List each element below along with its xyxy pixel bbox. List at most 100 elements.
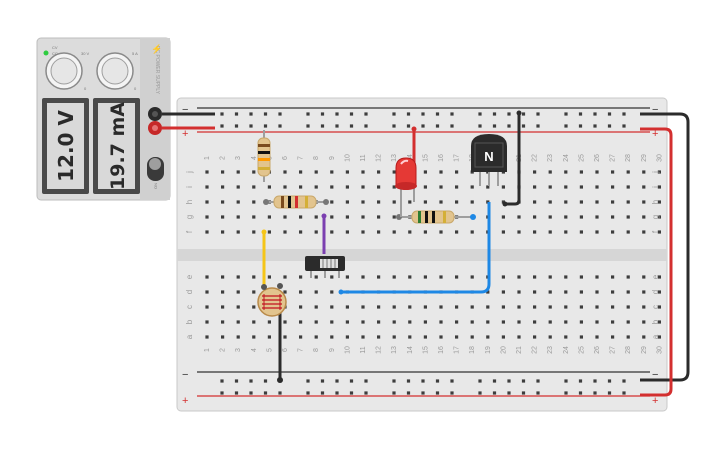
breadboard-hole[interactable] (220, 379, 224, 383)
breadboard-hole[interactable] (221, 200, 225, 204)
breadboard-hole[interactable] (622, 391, 626, 395)
breadboard-hole[interactable] (249, 379, 253, 383)
breadboard-hole[interactable] (517, 275, 521, 279)
breadboard-hole[interactable] (478, 112, 482, 116)
breadboard-hole[interactable] (501, 305, 505, 309)
breadboard-hole[interactable] (320, 391, 325, 395)
breadboard-hole[interactable] (205, 320, 209, 324)
breadboard-hole[interactable] (236, 275, 240, 279)
breadboard-hole[interactable] (564, 320, 568, 324)
breadboard-hole[interactable] (234, 391, 239, 395)
breadboard-hole[interactable] (267, 230, 271, 234)
breadboard-hole[interactable] (595, 290, 599, 294)
breadboard-hole[interactable] (345, 170, 349, 174)
breadboard-hole[interactable] (595, 320, 599, 324)
breadboard-hole[interactable] (364, 391, 368, 395)
breadboard-hole[interactable] (507, 112, 511, 116)
breadboard-hole[interactable] (283, 320, 287, 324)
breadboard-hole[interactable] (536, 391, 540, 395)
breadboard-hole[interactable] (626, 170, 630, 174)
breadboard-hole[interactable] (657, 320, 661, 324)
breadboard-hole[interactable] (408, 335, 412, 339)
breadboard-hole[interactable] (435, 391, 440, 395)
breadboard-hole[interactable] (406, 112, 411, 116)
breadboard-hole[interactable] (657, 185, 661, 189)
breadboard-hole[interactable] (579, 275, 583, 279)
power-supply[interactable]: CV CC 30 V 0 5 A 0 12.0 V 19.7 mA DC POW… (36, 37, 171, 201)
breadboard-hole[interactable] (657, 170, 661, 174)
breadboard-hole[interactable] (408, 305, 412, 309)
breadboard-hole[interactable] (486, 320, 490, 324)
breadboard-hole[interactable] (249, 112, 253, 116)
breadboard-hole[interactable] (642, 275, 646, 279)
breadboard-hole[interactable] (236, 305, 240, 309)
breadboard-hole[interactable] (249, 391, 253, 395)
breadboard-hole[interactable] (611, 170, 615, 174)
breadboard-hole[interactable] (299, 275, 303, 279)
breadboard-hole[interactable] (521, 391, 526, 395)
breadboard-hole[interactable] (611, 335, 615, 339)
wire-blue-base[interactable] (341, 202, 491, 294)
breadboard-hole[interactable] (642, 335, 646, 339)
breadboard-hole[interactable] (377, 230, 381, 234)
breadboard-hole[interactable] (408, 230, 412, 234)
breadboard-hole[interactable] (234, 124, 239, 128)
breadboard-hole[interactable] (361, 230, 365, 234)
breadboard-hole[interactable] (533, 320, 537, 324)
breadboard-hole[interactable] (595, 305, 599, 309)
breadboard-hole[interactable] (517, 320, 521, 324)
breadboard-hole[interactable] (299, 290, 303, 294)
breadboard-hole[interactable] (578, 124, 583, 128)
breadboard-hole[interactable] (221, 215, 225, 219)
breadboard-hole[interactable] (626, 305, 630, 309)
breadboard-hole[interactable] (642, 215, 646, 219)
breadboard-hole[interactable] (579, 200, 583, 204)
breadboard-hole[interactable] (657, 230, 661, 234)
breadboard-hole[interactable] (611, 185, 615, 189)
breadboard-hole[interactable] (345, 320, 349, 324)
breadboard-hole[interactable] (626, 215, 630, 219)
breadboard-hole[interactable] (548, 320, 552, 324)
breadboard-hole[interactable] (349, 391, 354, 395)
breadboard-hole[interactable] (478, 124, 482, 128)
breadboard-hole[interactable] (364, 379, 368, 383)
breadboard-hole[interactable] (611, 290, 615, 294)
breadboard-hole[interactable] (205, 170, 209, 174)
breadboard-hole[interactable] (299, 215, 303, 219)
breadboard-hole[interactable] (439, 275, 443, 279)
breadboard-hole[interactable] (607, 112, 612, 116)
breadboard-hole[interactable] (408, 200, 412, 204)
breadboard-hole[interactable] (314, 230, 318, 234)
breadboard-hole[interactable] (267, 215, 271, 219)
breadboard-hole[interactable] (626, 335, 630, 339)
breadboard-hole[interactable] (236, 185, 240, 189)
breadboard-hole[interactable] (221, 170, 225, 174)
breadboard-hole[interactable] (536, 379, 540, 383)
breadboard-hole[interactable] (595, 275, 599, 279)
breadboard-hole[interactable] (548, 335, 552, 339)
breadboard-hole[interactable] (564, 305, 568, 309)
breadboard-hole[interactable] (330, 290, 334, 294)
breadboard-hole[interactable] (517, 230, 521, 234)
breadboard-hole[interactable] (450, 124, 454, 128)
breadboard-hole[interactable] (423, 170, 427, 174)
breadboard-hole[interactable] (501, 230, 505, 234)
breadboard-hole[interactable] (548, 215, 552, 219)
breadboard-hole[interactable] (533, 305, 537, 309)
breadboard-hole[interactable] (611, 275, 615, 279)
breadboard-hole[interactable] (377, 185, 381, 189)
breadboard-hole[interactable] (421, 379, 425, 383)
breadboard-hole[interactable] (579, 335, 583, 339)
breadboard-hole[interactable] (278, 391, 282, 395)
breadboard-hole[interactable] (439, 200, 443, 204)
breadboard-hole[interactable] (364, 124, 368, 128)
breadboard-hole[interactable] (564, 275, 568, 279)
npn-transistor[interactable]: N (471, 134, 507, 186)
breadboard-hole[interactable] (486, 185, 490, 189)
breadboard-hole[interactable] (657, 200, 661, 204)
breadboard-hole[interactable] (423, 320, 427, 324)
breadboard-hole[interactable] (406, 391, 411, 395)
breadboard-hole[interactable] (611, 215, 615, 219)
breadboard-hole[interactable] (478, 379, 482, 383)
breadboard-hole[interactable] (377, 200, 381, 204)
